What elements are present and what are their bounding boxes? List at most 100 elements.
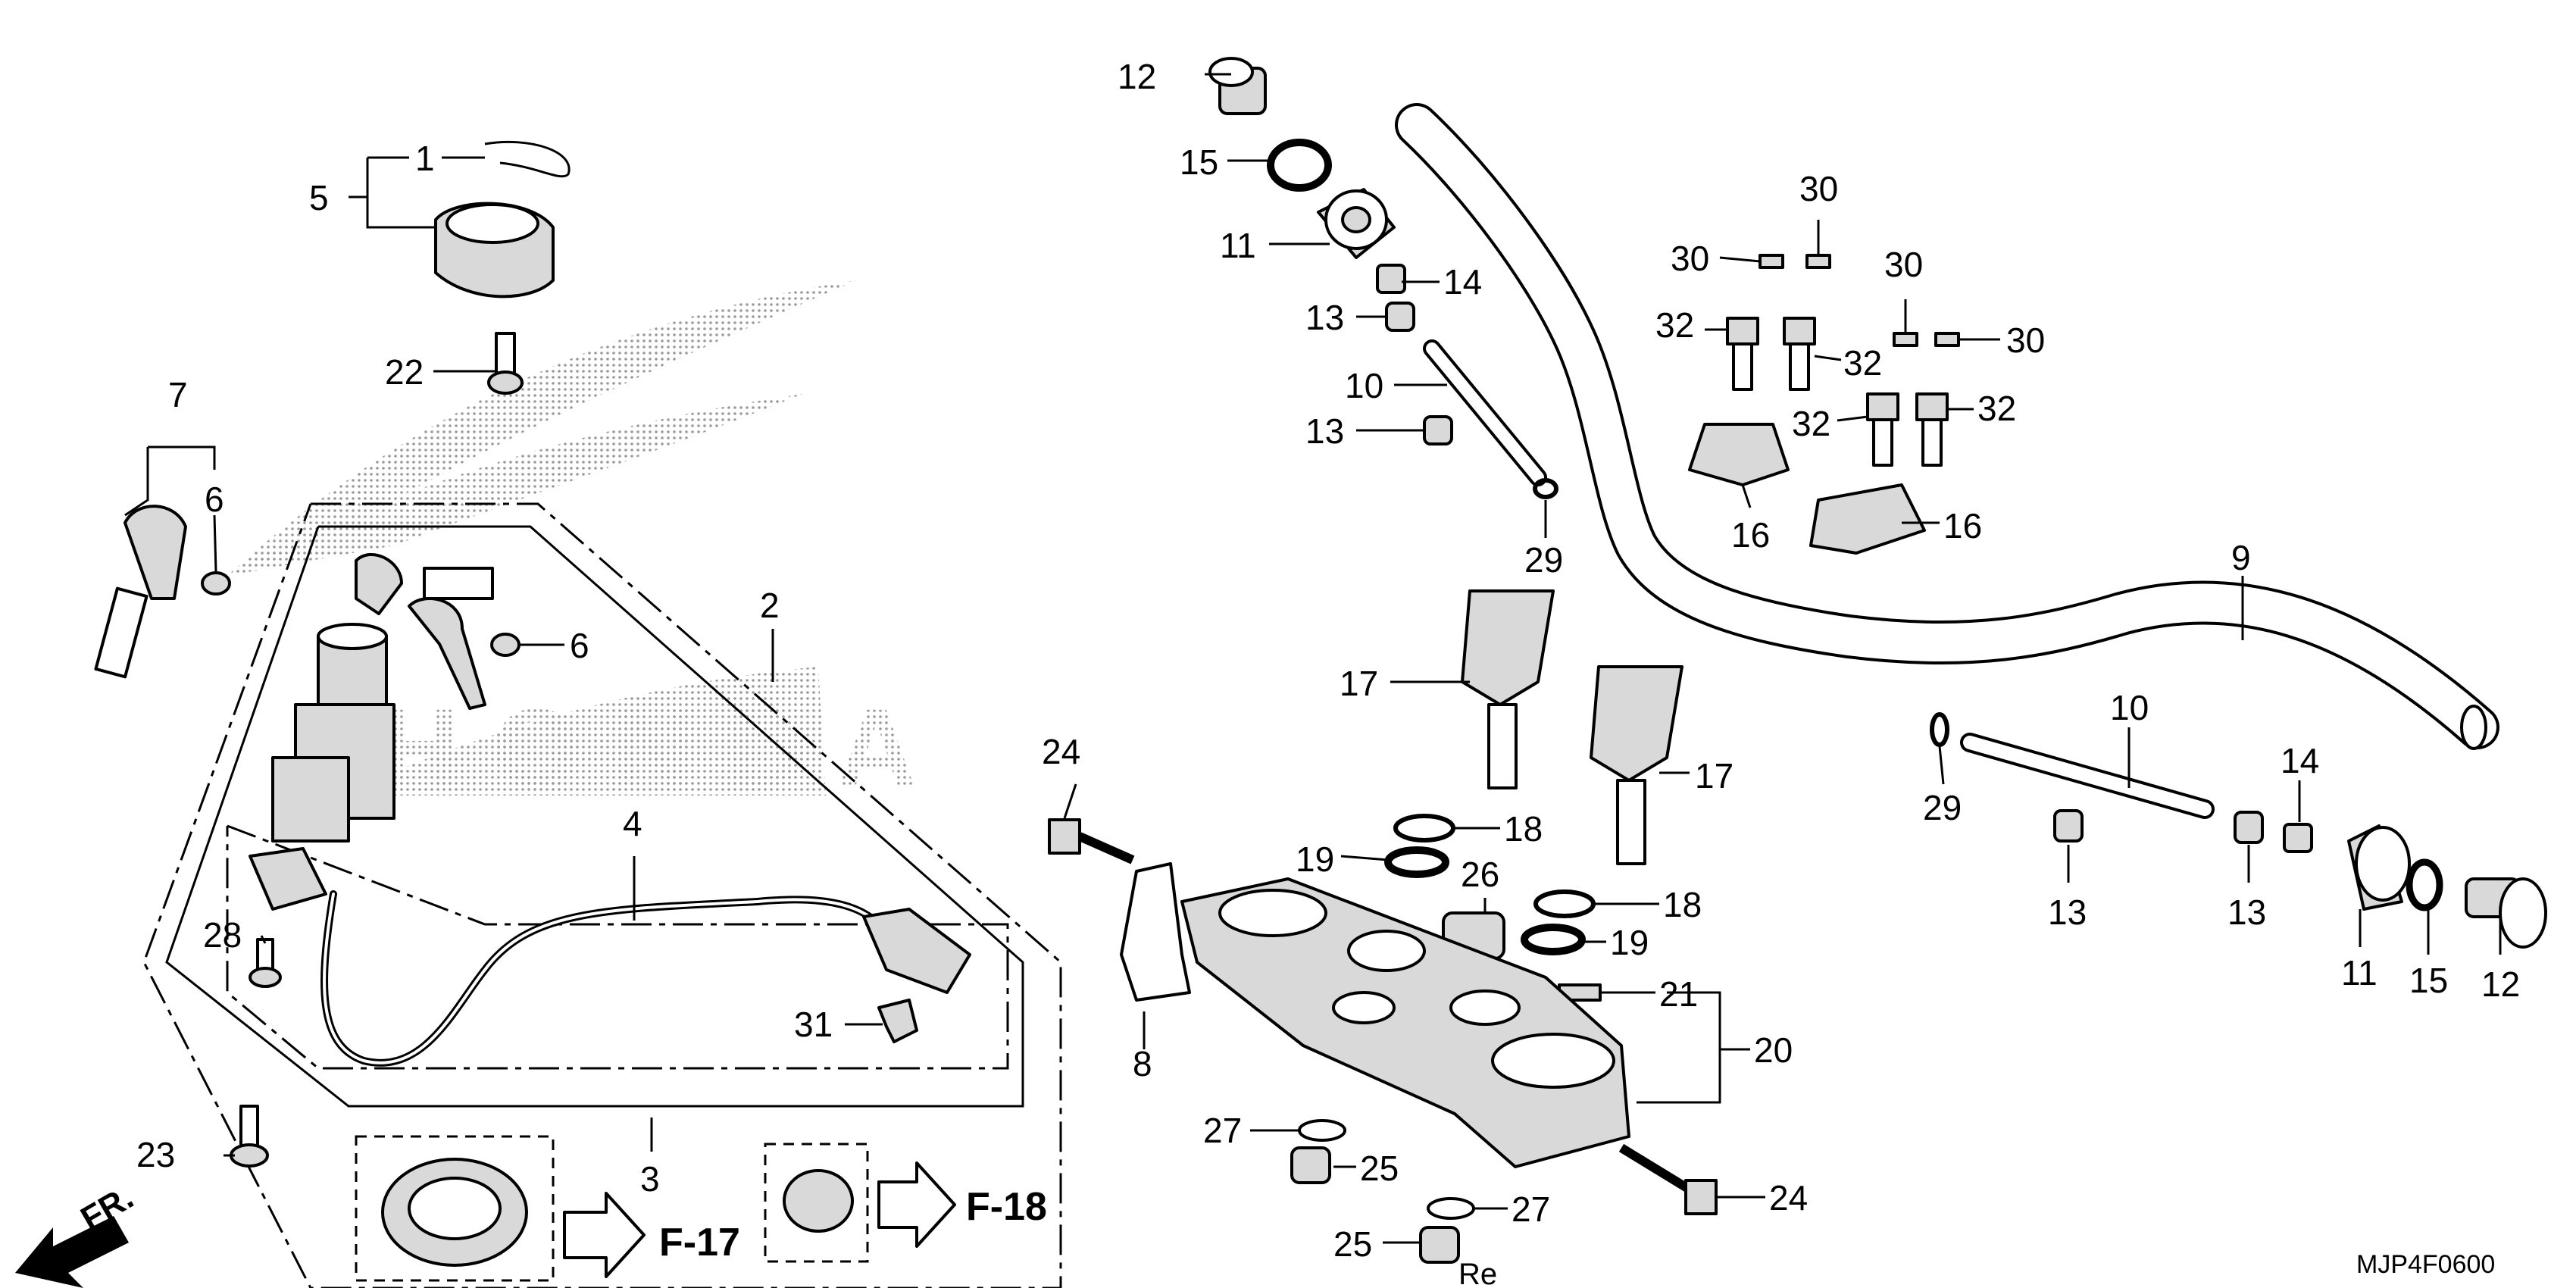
screw-28 — [249, 938, 282, 988]
callout-12b: 12 — [2481, 964, 2520, 1004]
callout-22: 22 — [385, 352, 424, 392]
nut-13d — [2234, 811, 2264, 844]
callout-11b: 11 — [2341, 953, 2377, 993]
weight-11b — [2347, 824, 2411, 911]
callout-9: 9 — [2231, 538, 2251, 577]
callout-25a: 25 — [1360, 1149, 1399, 1188]
callout-6b: 6 — [570, 626, 589, 665]
bar-end-12a — [1208, 57, 1267, 115]
callout-32d: 32 — [1977, 389, 2016, 428]
callout-28: 28 — [203, 915, 242, 955]
washer-27a — [1298, 1119, 1346, 1142]
bolt-32a — [1726, 317, 1759, 391]
switch-harness — [249, 847, 971, 1067]
callout-12a: 12 — [1118, 57, 1156, 96]
svg-text:H O N D A: H O N D A — [379, 685, 918, 812]
nut-25a — [1290, 1146, 1331, 1184]
group-outline-3 — [165, 525, 1024, 1108]
callout-13c: 13 — [2048, 893, 2087, 932]
callout-29a: 29 — [1524, 540, 1563, 580]
callout-8: 8 — [1133, 1044, 1152, 1083]
callout-13b: 13 — [1305, 411, 1344, 451]
callout-30c: 30 — [1884, 245, 1923, 284]
washer-19a — [1384, 846, 1449, 878]
callout-3: 3 — [640, 1159, 660, 1199]
callout-17b: 17 — [1695, 756, 1733, 796]
ring-29a — [1533, 478, 1558, 499]
callout-10a: 10 — [1345, 366, 1383, 405]
washer-18b — [1533, 889, 1596, 918]
callout-17a: 17 — [1340, 664, 1378, 703]
callout-26: 26 — [1461, 855, 1499, 894]
top-bridge — [1180, 877, 1630, 1168]
group-outline-4 — [226, 824, 1009, 1070]
callout-30b: 30 — [1671, 239, 1709, 278]
screw-30d — [1934, 332, 1960, 347]
callout-27b: 27 — [1512, 1190, 1550, 1229]
arrow-f18 — [877, 1161, 956, 1248]
callout-7: 7 — [168, 375, 188, 414]
callout-13d: 13 — [2227, 893, 2266, 932]
arrow-f17 — [563, 1192, 646, 1278]
callout-1: 1 — [415, 139, 435, 178]
bar-end-12b — [2465, 877, 2547, 949]
callout-25b: 25 — [1333, 1224, 1372, 1264]
handlebar-pipe — [1395, 103, 2499, 750]
key-blank — [94, 505, 187, 679]
callout-18a: 18 — [1504, 809, 1543, 849]
callout-19b: 19 — [1610, 923, 1649, 962]
callout-labels: 1 5 22 7 6 6 2 4 28 31 3 23 12 15 11 14 … — [136, 57, 2520, 1264]
callout-32c: 32 — [1792, 404, 1830, 443]
screw-30a — [1758, 254, 1784, 269]
callout-16a: 16 — [1731, 515, 1770, 555]
ring-15b — [2406, 858, 2443, 911]
callout-4: 4 — [623, 804, 642, 843]
callout-11a: 11 — [1220, 226, 1256, 265]
ref-label-f18[interactable]: F-18 — [966, 1185, 1047, 1229]
callout-21: 21 — [1659, 974, 1698, 1014]
washer-19b — [1521, 924, 1586, 955]
callout-24a: 24 — [1042, 732, 1080, 771]
ref-label-f17[interactable]: F-17 — [659, 1221, 740, 1265]
callout-23: 23 — [136, 1135, 175, 1174]
bolt-32b — [1783, 317, 1816, 391]
callout-31: 31 — [794, 1005, 833, 1044]
weight-11a — [1317, 188, 1396, 259]
callout-30d: 30 — [2006, 320, 2045, 360]
washer-18a — [1393, 814, 1455, 843]
screw-22 — [487, 332, 524, 395]
holder-16a — [1688, 423, 1790, 486]
callout-27a: 27 — [1203, 1111, 1242, 1150]
front-arrow-icon — [15, 1216, 129, 1288]
nut-14a — [1376, 264, 1406, 294]
washer-6a — [201, 571, 231, 596]
screw-30b — [1805, 254, 1831, 269]
callout-19a: 19 — [1296, 839, 1334, 879]
ring-29b — [1930, 712, 1949, 747]
callout-32a: 32 — [1655, 305, 1694, 345]
ref-box-fuel-cap — [355, 1135, 555, 1282]
seat-lock-thumbnail — [783, 1169, 854, 1233]
callout-6a: 6 — [205, 480, 224, 519]
bolt-24b — [1618, 1143, 1718, 1215]
callout-32b: 32 — [1843, 343, 1882, 383]
riser-17a — [1461, 589, 1555, 789]
group-outline-2 — [142, 502, 1062, 1288]
callout-2: 2 — [760, 586, 780, 625]
holder-16b — [1809, 483, 1926, 555]
callout-5: 5 — [309, 178, 329, 217]
callout-14a: 14 — [1443, 262, 1482, 302]
nut-13a — [1385, 302, 1415, 332]
callout-29b: 29 — [1923, 788, 1962, 827]
callout-20: 20 — [1754, 1030, 1793, 1070]
bracket-8 — [1120, 862, 1191, 1002]
callout-30a: 30 — [1799, 169, 1838, 208]
bolt-32c — [1866, 392, 1899, 467]
callout-13a: 13 — [1305, 298, 1344, 337]
ring-15a — [1267, 139, 1332, 192]
washer-6b — [490, 633, 521, 657]
nut-13c — [2053, 809, 2084, 843]
nut-13b — [1423, 415, 1453, 445]
drawing-code: MJP4F0600 — [2356, 1250, 2495, 1279]
